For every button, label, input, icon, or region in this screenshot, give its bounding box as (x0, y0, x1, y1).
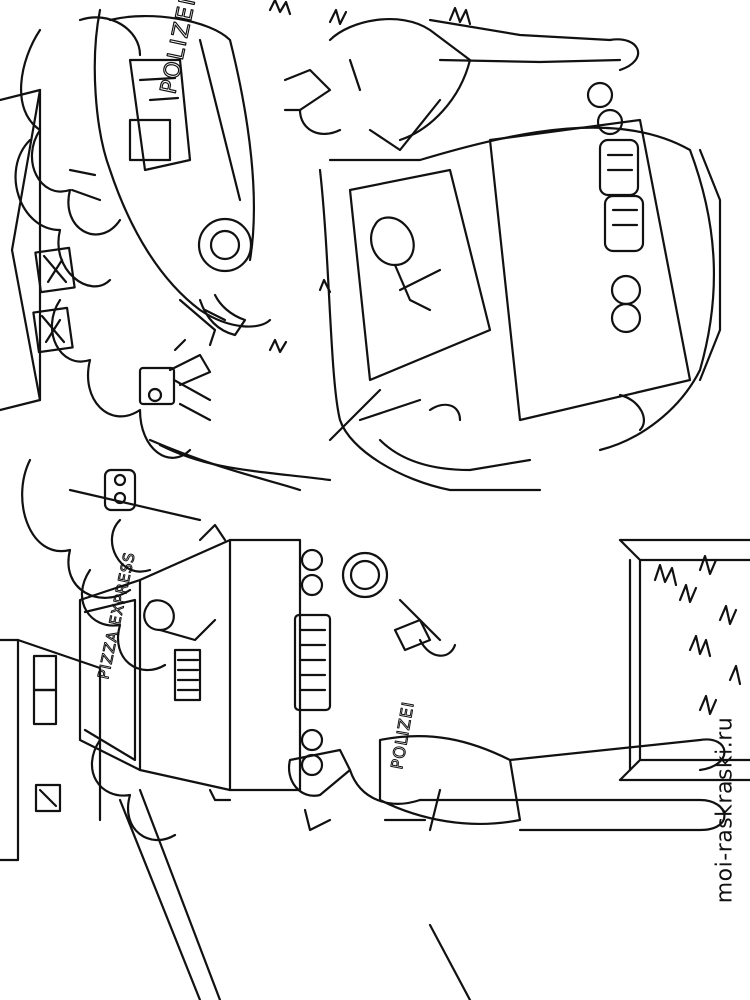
van-driver (143, 599, 217, 642)
house-top-left (0, 88, 76, 412)
police-car-door-label: POLIZEI (156, 0, 201, 96)
bush-bottom (80, 568, 177, 841)
road (118, 438, 472, 1000)
house-bottom-left (0, 638, 102, 862)
car-driver (370, 216, 442, 312)
police-car (93, 8, 272, 347)
watermark: moi-raskraski.ru (708, 630, 742, 990)
radar-speed-camera (138, 338, 212, 422)
tree-cluster-top (14, 16, 142, 288)
watermark-text: moi-raskraski.ru (712, 716, 738, 904)
police-officer-stop-paddle (287, 551, 726, 832)
tree-cluster-middle (21, 298, 192, 599)
pizza-van-sign-label: PIZZA EXPRESS (94, 550, 139, 681)
garden-bed (618, 538, 750, 782)
police-officer-leaning (283, 18, 640, 152)
grass-tufts-top (268, 0, 472, 354)
stopped-car (318, 81, 722, 492)
street-lamp (68, 468, 202, 522)
